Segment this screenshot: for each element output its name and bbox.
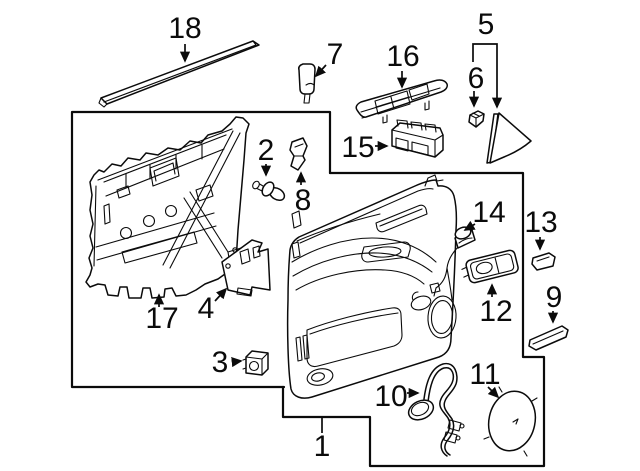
part-6-retainer: [468, 110, 485, 128]
callout-1[interactable]: 1: [314, 430, 331, 463]
callout-8[interactable]: 8: [295, 184, 312, 217]
callout-17[interactable]: 17: [145, 302, 178, 335]
part-8-clip: [289, 137, 308, 171]
part-15-window-switch: [391, 119, 444, 158]
callout-15[interactable]: 15: [341, 131, 374, 164]
part-16-switch-bezel: [355, 79, 448, 124]
callout-leaders: [153, 43, 559, 433]
callout-10[interactable]: 10: [374, 380, 407, 413]
callout-11[interactable]: 11: [469, 358, 500, 391]
callout-12[interactable]: 12: [479, 295, 512, 328]
callout-7[interactable]: 7: [327, 38, 344, 71]
part-10-lamp-harness: [407, 362, 465, 457]
trim-panel-box-outline: [281, 171, 546, 468]
inner-panel-box-outline: [70, 110, 332, 389]
part-13-cap: [531, 252, 556, 271]
callout-18[interactable]: 18: [168, 12, 201, 45]
part-5-sail-trim-panel: [486, 112, 532, 164]
part-7-lock-knob: [298, 63, 316, 104]
callout-9[interactable]: 9: [546, 281, 563, 314]
callout-2[interactable]: 2: [258, 134, 275, 167]
part-17-water-deflector-panel: [85, 116, 250, 299]
part-2-retainer-clip: [252, 180, 286, 202]
part-3-switch: [242, 350, 269, 376]
callout-14[interactable]: 14: [472, 196, 505, 229]
part-1-door-trim-panel: [286, 174, 460, 399]
callout-5[interactable]: 5: [478, 8, 495, 41]
part-11-speaker: [483, 386, 538, 457]
callout-4[interactable]: 4: [198, 292, 215, 325]
part-18-belt-weatherstrip: [98, 40, 260, 108]
callout-16[interactable]: 16: [386, 40, 419, 73]
part-9-applique: [528, 325, 569, 351]
callout-13[interactable]: 13: [524, 206, 557, 239]
part-12-courtesy-lamp: [461, 249, 519, 284]
callout-3[interactable]: 3: [212, 346, 229, 379]
part-4-bracket: [221, 239, 271, 297]
callout-6[interactable]: 6: [468, 62, 485, 95]
